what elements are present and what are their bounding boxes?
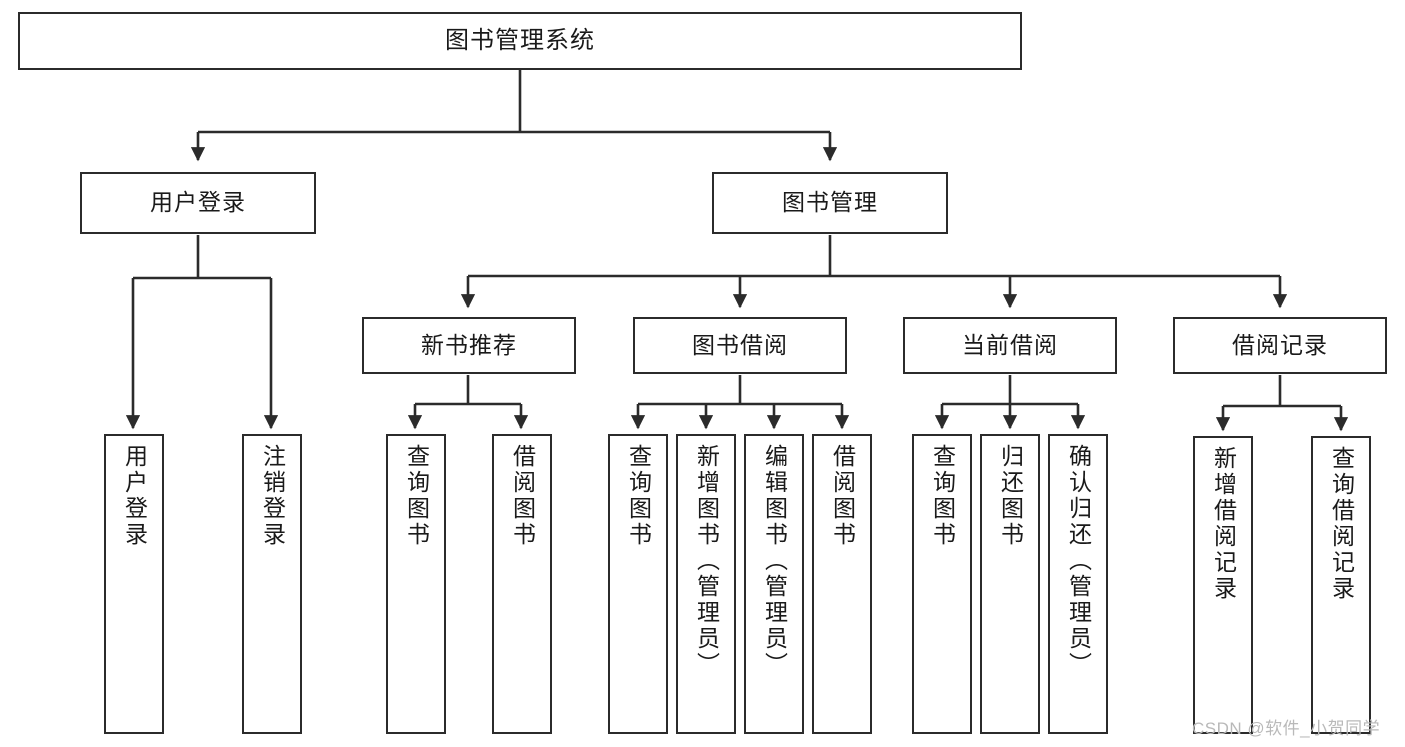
leaf-user-login-login[interactable]: 用户登录 — [104, 434, 164, 734]
node-user-login[interactable]: 用户登录 — [80, 172, 316, 234]
node-label: 图书管理 — [782, 189, 878, 216]
node-label: 用户登录 — [150, 189, 246, 216]
node-label: 确认归还（管理员） — [1065, 444, 1092, 678]
leaf-current-borrow-confirm-return[interactable]: 确认归还（管理员） — [1048, 434, 1108, 734]
leaf-user-login-logout[interactable]: 注销登录 — [242, 434, 302, 734]
node-label: 用户登录 — [121, 444, 148, 548]
node-new-book-recommend[interactable]: 新书推荐 — [362, 317, 576, 374]
node-label: 借阅图书 — [509, 444, 536, 548]
node-label: 查询图书 — [625, 444, 652, 548]
node-label: 查询图书 — [929, 444, 956, 548]
node-label: 编辑图书（管理员） — [761, 444, 788, 678]
node-label: 借阅图书 — [829, 444, 856, 548]
leaf-book-borrow-query[interactable]: 查询图书 — [608, 434, 668, 734]
node-label: 查询借阅记录 — [1328, 446, 1355, 602]
node-label: 图书管理系统 — [445, 26, 595, 54]
leaf-book-borrow-edit[interactable]: 编辑图书（管理员） — [744, 434, 804, 734]
leaf-book-borrow-borrow[interactable]: 借阅图书 — [812, 434, 872, 734]
node-borrow-record[interactable]: 借阅记录 — [1173, 317, 1387, 374]
leaf-borrow-record-query[interactable]: 查询借阅记录 — [1311, 436, 1371, 734]
leaf-book-borrow-add[interactable]: 新增图书（管理员） — [676, 434, 736, 734]
node-label: 归还图书 — [997, 444, 1024, 548]
node-label: 图书借阅 — [692, 331, 788, 358]
node-book-management[interactable]: 图书管理 — [712, 172, 948, 234]
node-label: 注销登录 — [259, 444, 286, 548]
leaf-current-borrow-query[interactable]: 查询图书 — [912, 434, 972, 734]
node-label: 新书推荐 — [421, 331, 517, 358]
leaf-current-borrow-return[interactable]: 归还图书 — [980, 434, 1040, 734]
node-label: 新增图书（管理员） — [693, 444, 720, 678]
node-label: 新增借阅记录 — [1210, 446, 1237, 602]
node-root-system[interactable]: 图书管理系统 — [18, 12, 1022, 70]
csdn-watermark: CSDN @软件_小贺同学 — [1192, 719, 1381, 738]
node-label: 查询图书 — [403, 444, 430, 548]
leaf-new-book-borrow[interactable]: 借阅图书 — [492, 434, 552, 734]
node-current-borrow[interactable]: 当前借阅 — [903, 317, 1117, 374]
leaf-new-book-query[interactable]: 查询图书 — [386, 434, 446, 734]
leaf-borrow-record-add[interactable]: 新增借阅记录 — [1193, 436, 1253, 734]
node-label: 借阅记录 — [1232, 331, 1328, 358]
node-label: 当前借阅 — [962, 331, 1058, 358]
node-book-borrow[interactable]: 图书借阅 — [633, 317, 847, 374]
